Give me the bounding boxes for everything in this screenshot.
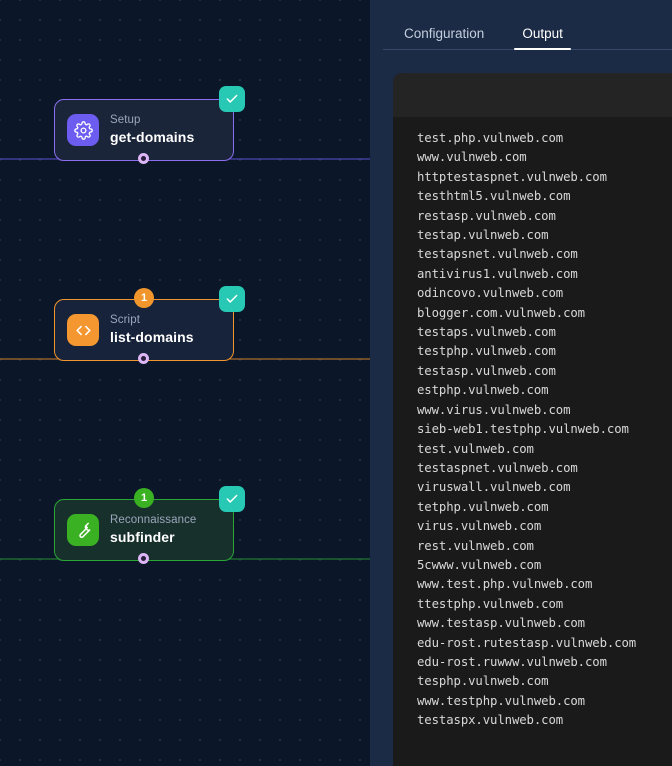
output-line: testaps.vulnweb.com (417, 325, 556, 340)
output-console[interactable]: test.php.vulnweb.com www.vulnweb.com httpt… (393, 73, 672, 766)
output-line: www.testasp.vulnweb.com (417, 616, 585, 631)
output-line: antivirus1.vulnweb.com (417, 266, 578, 281)
output-line: edu-rost.ruwww.vulnweb.com (417, 654, 607, 669)
node-count-badge-list-domains[interactable]: 1 (134, 288, 154, 308)
details-panel: Configuration Output test.php.vulnweb.co… (370, 0, 672, 766)
output-line: restasp.vulnweb.com (417, 208, 556, 223)
node-subfinder[interactable]: Reconnaissance subfinder (54, 499, 234, 561)
output-line: sieb-web1.testphp.vulnweb.com (417, 422, 629, 437)
output-line: rest.vulnweb.com (417, 538, 534, 553)
node-output-port-subfinder[interactable] (138, 553, 149, 564)
output-line: testaspnet.vulnweb.com (417, 460, 578, 475)
output-line: odincovo.vulnweb.com (417, 286, 564, 301)
output-console-text[interactable]: test.php.vulnweb.com www.vulnweb.com httpt… (393, 117, 672, 766)
node-label-group: Script list-domains (110, 314, 194, 346)
node-title-label: subfinder (110, 529, 175, 546)
tab-output[interactable]: Output (514, 26, 571, 51)
check-icon (226, 494, 238, 503)
workflow-canvas[interactable]: Setup get-domains Script list-domains 1 (0, 0, 370, 766)
output-line: viruswall.vulnweb.com (417, 480, 571, 495)
status-badge-success-subfinder[interactable] (219, 486, 245, 512)
output-line: blogger.com.vulnweb.com (417, 305, 585, 320)
node-output-port-get-domains[interactable] (138, 153, 149, 164)
output-line: www.testphp.vulnweb.com (417, 693, 585, 708)
node-label-group: Setup get-domains (110, 114, 194, 146)
node-kind-label: Setup (110, 113, 141, 126)
output-line: testphp.vulnweb.com (417, 344, 556, 359)
node-kind-label: Script (110, 313, 140, 326)
status-badge-success-list-domains[interactable] (219, 286, 245, 312)
output-line: testaspx.vulnweb.com (417, 713, 564, 728)
output-line: estphp.vulnweb.com (417, 383, 549, 398)
status-badge-success-get-domains[interactable] (219, 86, 245, 112)
gear-icon (67, 114, 99, 146)
output-line: www.virus.vulnweb.com (417, 402, 571, 417)
node-get-domains[interactable]: Setup get-domains (54, 99, 234, 161)
output-line: www.test.php.vulnweb.com (417, 577, 593, 592)
node-title-label: get-domains (110, 129, 195, 146)
output-line: tesphp.vulnweb.com (417, 674, 549, 689)
output-line: edu-rost.rutestasp.vulnweb.com (417, 635, 637, 650)
node-count-badge-subfinder[interactable]: 1 (134, 488, 154, 508)
check-icon (226, 94, 238, 103)
node-title-label: list-domains (110, 329, 194, 346)
check-icon (226, 294, 238, 303)
output-console-toolbar (393, 73, 672, 117)
output-line: testapsnet.vulnweb.com (417, 247, 578, 262)
code-brackets-icon (67, 314, 99, 346)
output-line: testap.vulnweb.com (417, 228, 549, 243)
tab-configuration[interactable]: Configuration (404, 25, 485, 41)
panel-tabs: Configuration Output (370, 0, 672, 50)
node-label-group: Reconnaissance subfinder (110, 514, 196, 546)
output-line: test.php.vulnweb.com (417, 131, 564, 145)
output-line: tetphp.vulnweb.com (417, 499, 549, 514)
output-line: testhtml5.vulnweb.com (417, 189, 571, 204)
wrench-icon (67, 514, 99, 546)
output-line: virus.vulnweb.com (417, 519, 542, 534)
output-line: test.vulnweb.com (417, 441, 534, 456)
output-line: 5cwww.vulnweb.com (417, 557, 542, 572)
node-output-port-list-domains[interactable] (138, 353, 149, 364)
output-line: www.vulnweb.com (417, 150, 527, 165)
output-line: httptestaspnet.vulnweb.com (417, 169, 607, 184)
output-line: testasp.vulnweb.com (417, 363, 556, 378)
node-list-domains[interactable]: Script list-domains (54, 299, 234, 361)
output-line: ttestphp.vulnweb.com (417, 596, 564, 611)
node-kind-label: Reconnaissance (110, 513, 197, 526)
